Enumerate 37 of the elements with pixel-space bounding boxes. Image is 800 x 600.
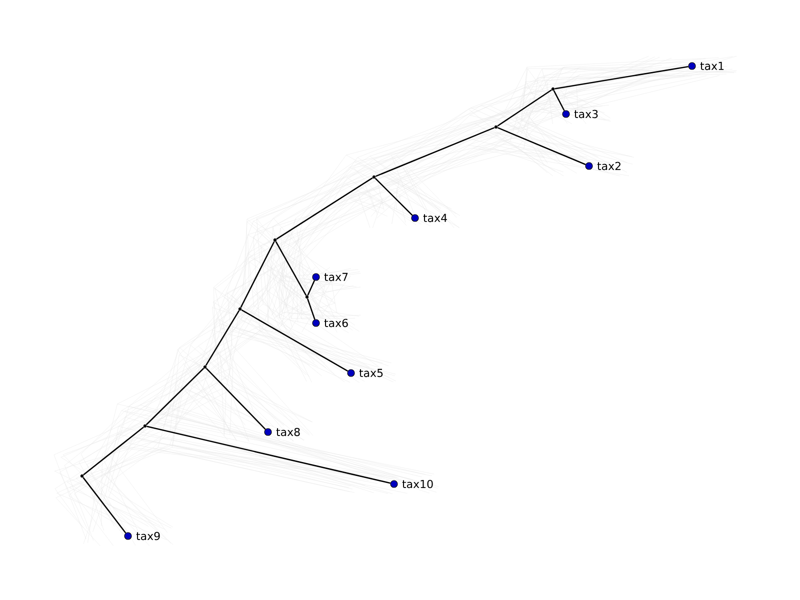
branch-point [238, 307, 242, 311]
taxon-label: tax1 [700, 62, 724, 70]
tree-branch [375, 127, 495, 177]
taxon-label: tax7 [324, 272, 348, 282]
branch-point [551, 87, 555, 91]
tree-branch [276, 177, 373, 240]
branch-point [273, 238, 277, 242]
tree-branch [374, 178, 413, 216]
tree-branch [497, 89, 552, 127]
tree-branch [82, 477, 126, 534]
taxon-label: tax2 [597, 162, 620, 170]
branch-point [305, 295, 309, 299]
taxon-label: tax10 [402, 480, 433, 488]
tree-branch [146, 426, 390, 484]
taxon-label: tax3 [574, 110, 598, 118]
taxon-label: tax9 [136, 532, 160, 540]
branch-point [80, 474, 84, 478]
tree-branch [497, 127, 586, 166]
branch-point [372, 175, 376, 179]
branch-point [494, 125, 498, 129]
tree-branch [275, 241, 307, 296]
tree-branch [307, 280, 316, 296]
tree-branch [205, 310, 240, 366]
taxon-label: tax8 [276, 428, 300, 436]
tree-branch [240, 241, 275, 308]
branch-point [203, 365, 207, 369]
tree-branch [83, 426, 144, 476]
tree-branch [306, 298, 316, 320]
taxon-label: tax5 [359, 368, 383, 378]
tree-branch [241, 309, 348, 372]
tree-branch [553, 90, 565, 111]
taxon-label: tax4 [423, 214, 447, 222]
branch-point [143, 424, 147, 428]
tree-branch [146, 368, 204, 426]
taxon-label: tax6 [324, 318, 348, 328]
tree-branch [206, 368, 266, 430]
tree-branch [554, 66, 688, 90]
